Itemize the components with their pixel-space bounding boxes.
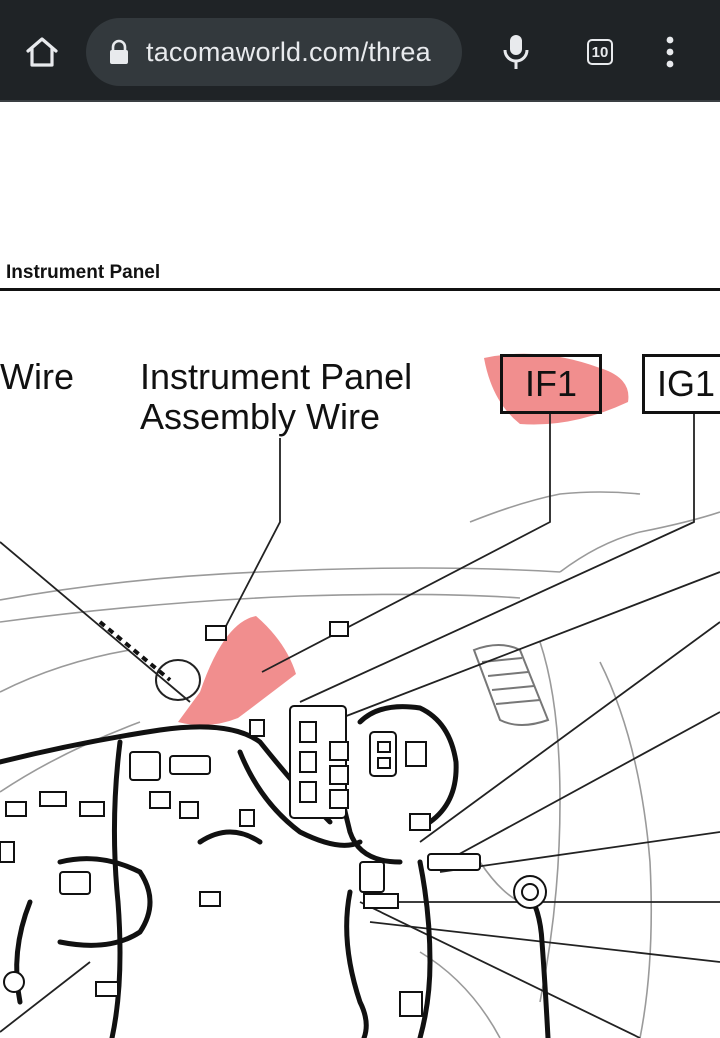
tab-count: 10 — [591, 43, 609, 61]
connector-code-if1: IF1 — [500, 354, 602, 414]
section-divider — [0, 288, 720, 291]
wiring-diagram — [0, 353, 720, 1038]
toolbar-divider — [0, 100, 720, 102]
microphone-icon — [503, 35, 529, 69]
section-title: Instrument Panel — [6, 262, 161, 283]
label-assembly-wire: Assembly Wire — [140, 396, 381, 437]
highlight-if1 — [484, 353, 629, 425]
label-instrument-panel: Instrument Panel — [140, 356, 413, 397]
dashboard-vent — [472, 644, 550, 726]
tab-switcher-button[interactable]: 10 — [576, 28, 624, 76]
url-text[interactable]: tacomaworld.com/threa — [146, 36, 431, 67]
home-icon — [26, 37, 58, 67]
browser-toolbar: tacomaworld.com/threa 10 — [0, 0, 720, 100]
home-button[interactable] — [14, 28, 70, 76]
connector-code-ig1: IG1 — [642, 354, 720, 414]
more-vert-icon — [666, 36, 674, 68]
label-wire: Wire — [0, 356, 74, 397]
highlight-connector — [178, 616, 296, 726]
page-content: Instrument Panel Wire Instrument Panel A… — [0, 102, 720, 1038]
address-bar[interactable]: tacomaworld.com/threa — [86, 18, 462, 86]
connector-code-if1-text: IF1 — [524, 363, 577, 404]
voice-search-button[interactable] — [492, 28, 540, 76]
connector-code-ig1-text: IG1 — [657, 363, 716, 404]
lock-icon — [110, 39, 128, 64]
more-options-button[interactable] — [646, 28, 694, 76]
tab-switcher-icon: 10 — [587, 39, 613, 65]
